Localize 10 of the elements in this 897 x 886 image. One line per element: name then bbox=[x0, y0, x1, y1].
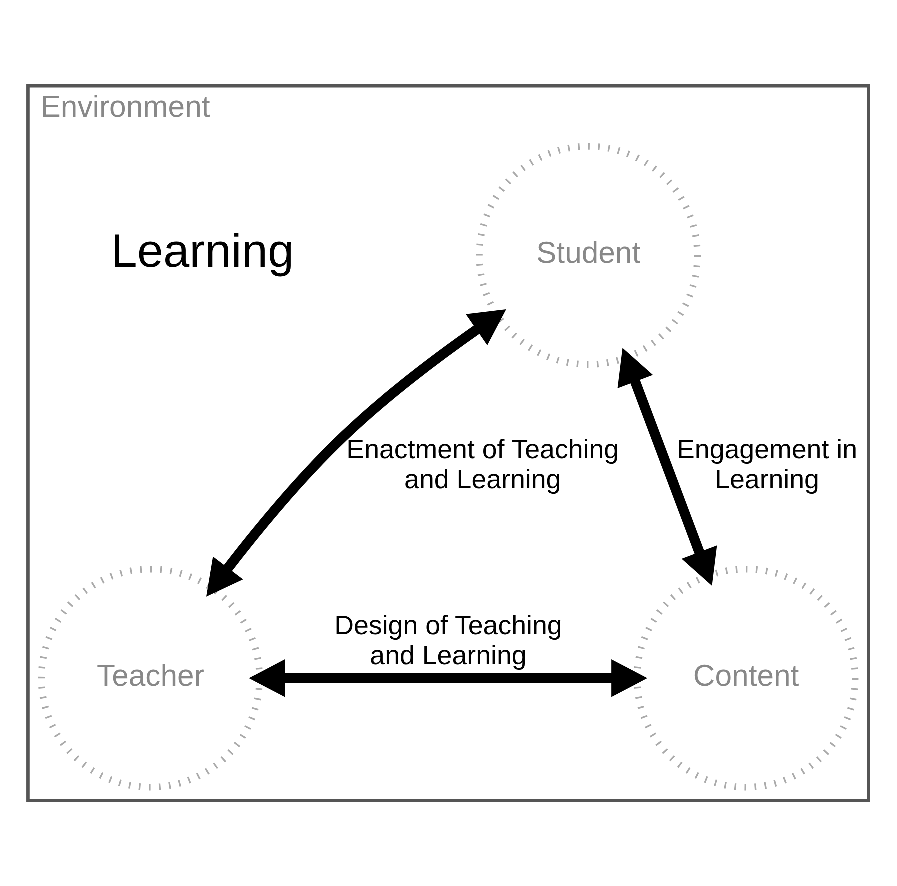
arrow bbox=[206, 308, 506, 596]
edge-label: Enactment of Teaching and Learning bbox=[346, 434, 620, 494]
node-circle: Student bbox=[476, 142, 701, 368]
edge-label: Design of Teaching and Learning bbox=[334, 610, 562, 670]
node-circle: Teacher bbox=[38, 565, 264, 790]
node-circle: Content bbox=[634, 565, 859, 790]
label: Learning bbox=[111, 224, 294, 277]
arrow bbox=[618, 348, 718, 586]
edge-label: Engagement in Learning bbox=[677, 434, 858, 494]
arrow bbox=[249, 659, 648, 697]
